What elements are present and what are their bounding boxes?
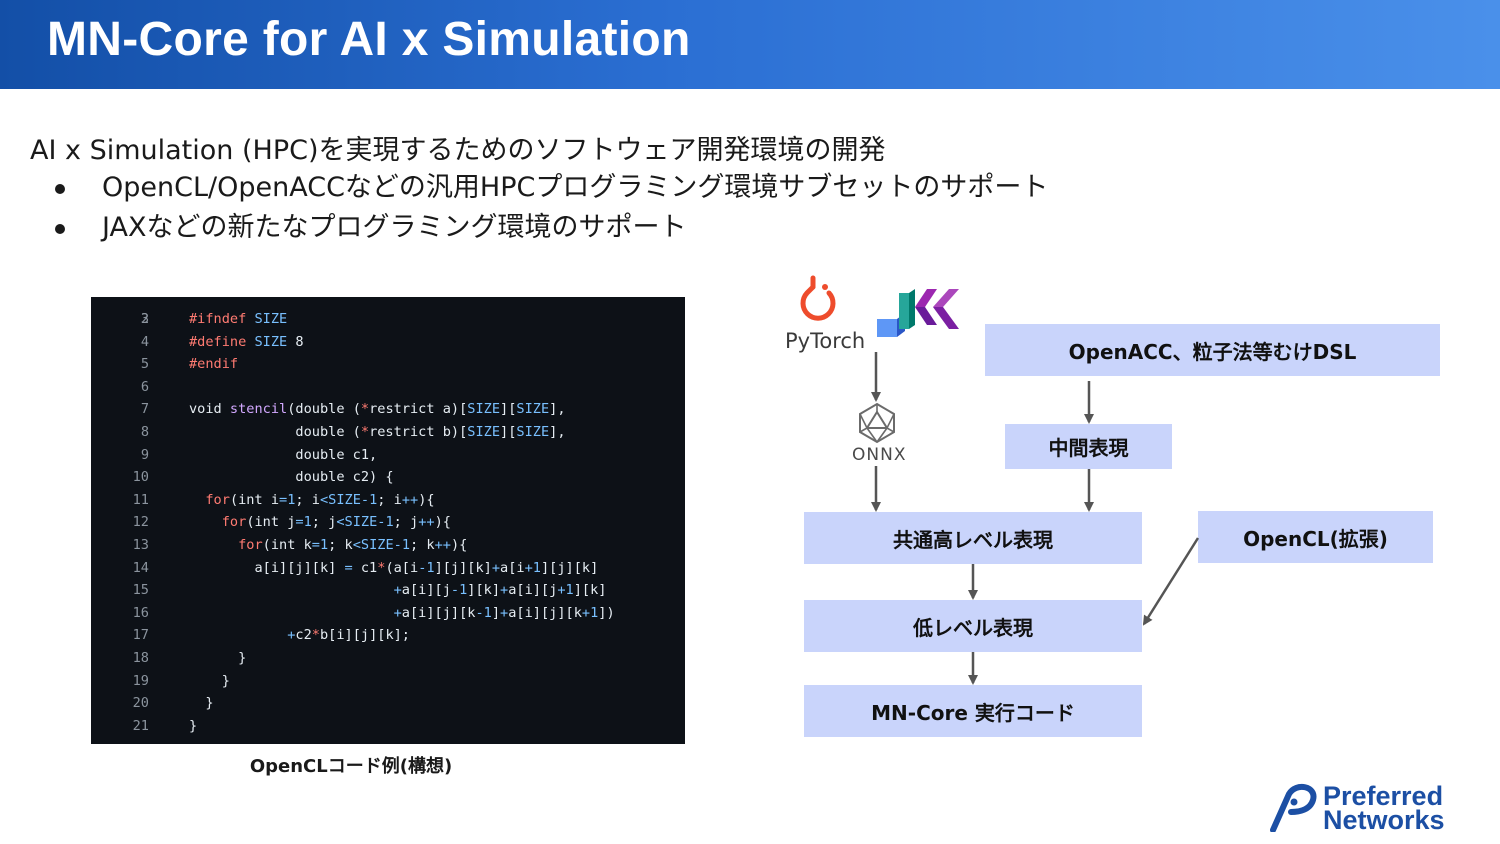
line-number: 6: [140, 378, 149, 395]
line-number: 16: [132, 604, 149, 621]
line-number: 9: [140, 446, 149, 463]
bullet-text: JAXなどの新たなプログラミング環境のサポート: [102, 212, 687, 243]
code-panel: 2 3 #ifndef SIZE 4 #define SIZE 8 5 #endif 6 7 v…: [91, 297, 685, 744]
pytorch-logo-icon: [800, 275, 836, 321]
code-text: #define SIZE 8: [189, 333, 304, 350]
code-text: #ifndef SIZE: [189, 311, 288, 327]
line-number: 7: [140, 401, 149, 418]
pfn-wordmark: Preferred Networks: [1323, 781, 1445, 835]
bullet-list: OpenCL/OpenACCなどの汎用HPCプログラミング環境サブセットのサポー…: [50, 168, 1048, 248]
pytorch-label: PyTorch: [785, 329, 866, 353]
bullet-dot-icon: [55, 224, 65, 234]
code-text: }: [189, 695, 214, 712]
bullet-item: OpenCL/OpenACCなどの汎用HPCプログラミング環境サブセットのサポー…: [50, 168, 1048, 208]
pfn-wordmark-line1: Preferred: [1323, 781, 1444, 811]
code-text: }: [189, 672, 230, 689]
code-text: +a[i][j-1][k]+a[i][j+1][k]: [393, 582, 607, 599]
code-text: double (*restrict b)[SIZE][SIZE],: [189, 424, 566, 440]
onnx-label: ONNX: [852, 445, 907, 465]
code-text: double c2) {: [189, 469, 394, 486]
line-number: 21: [132, 717, 149, 734]
code-text: +c2*b[i][j][k];: [287, 627, 410, 644]
code-text: }: [189, 717, 198, 734]
line-number: 19: [132, 672, 149, 689]
code-text: #endif: [189, 356, 239, 373]
code-text: double c1,: [189, 446, 378, 463]
code-text: void stencil(double (*restrict a)[SIZE][…: [189, 401, 566, 418]
line-number: 4: [140, 333, 149, 350]
code-text: +a[i][j][k-1]+a[i][j][k+1]): [393, 604, 615, 621]
title-bar: MN-Core for AI x Simulation: [0, 0, 1500, 89]
arrow-opencl-low: [1142, 537, 1200, 626]
line-number: 13: [132, 537, 149, 553]
lead-text: AI x Simulation (HPC)を実現するためのソフトウェア開発環境の…: [30, 135, 886, 166]
slide-title: MN-Core for AI x Simulation: [47, 13, 691, 66]
box-exec-code: MN-Core 実行コード: [804, 685, 1142, 737]
code-text: a[i][j][k] = c1*(a[i-1][j][k]+a[i+1][j][…: [189, 559, 599, 576]
jax-logo-icon: [877, 289, 959, 337]
line-number: 5: [140, 356, 149, 373]
line-number: 14: [132, 559, 149, 576]
line-number: 8: [140, 424, 149, 440]
line-number: 17: [132, 627, 149, 644]
code-caption: OpenCLコード例(構想): [249, 756, 453, 777]
box-intermediate: 中間表現: [1005, 424, 1172, 469]
box-low-level: 低レベル表現: [804, 600, 1142, 652]
bullet-dot-icon: [55, 184, 65, 194]
line-number: 2: [140, 311, 149, 327]
line-number: 3: [140, 311, 149, 327]
code-line-partial: 2: [91, 297, 149, 327]
onnx-logo-icon: [859, 402, 895, 444]
code-text: for(int k=1; k<SIZE-1; k++){: [238, 537, 468, 553]
code-text: for(int j=1; j<SIZE-1; j++){: [221, 514, 451, 531]
line-number: 15: [132, 582, 149, 599]
box-dsl: OpenACC、粒子法等むけDSL: [985, 324, 1440, 376]
code-text: }: [189, 650, 247, 666]
box-common-high-level: 共通高レベル表現: [804, 512, 1142, 564]
box-opencl: OpenCL(拡張): [1198, 511, 1433, 563]
line-number: 18: [132, 650, 149, 666]
pfn-logo-icon: [1270, 783, 1317, 832]
code-text: for(int i=1; i<SIZE-1; i++){: [205, 491, 435, 508]
pfn-wordmark-line2: Networks: [1323, 805, 1445, 835]
line-number: 11: [132, 491, 149, 508]
line-number: 12: [132, 514, 149, 531]
bullet-item: JAXなどの新たなプログラミング環境のサポート: [50, 208, 1048, 248]
line-number: 20: [132, 695, 149, 712]
line-number: 10: [132, 469, 149, 486]
bullet-text: OpenCL/OpenACCなどの汎用HPCプログラミング環境サブセットのサポー…: [102, 172, 1049, 203]
